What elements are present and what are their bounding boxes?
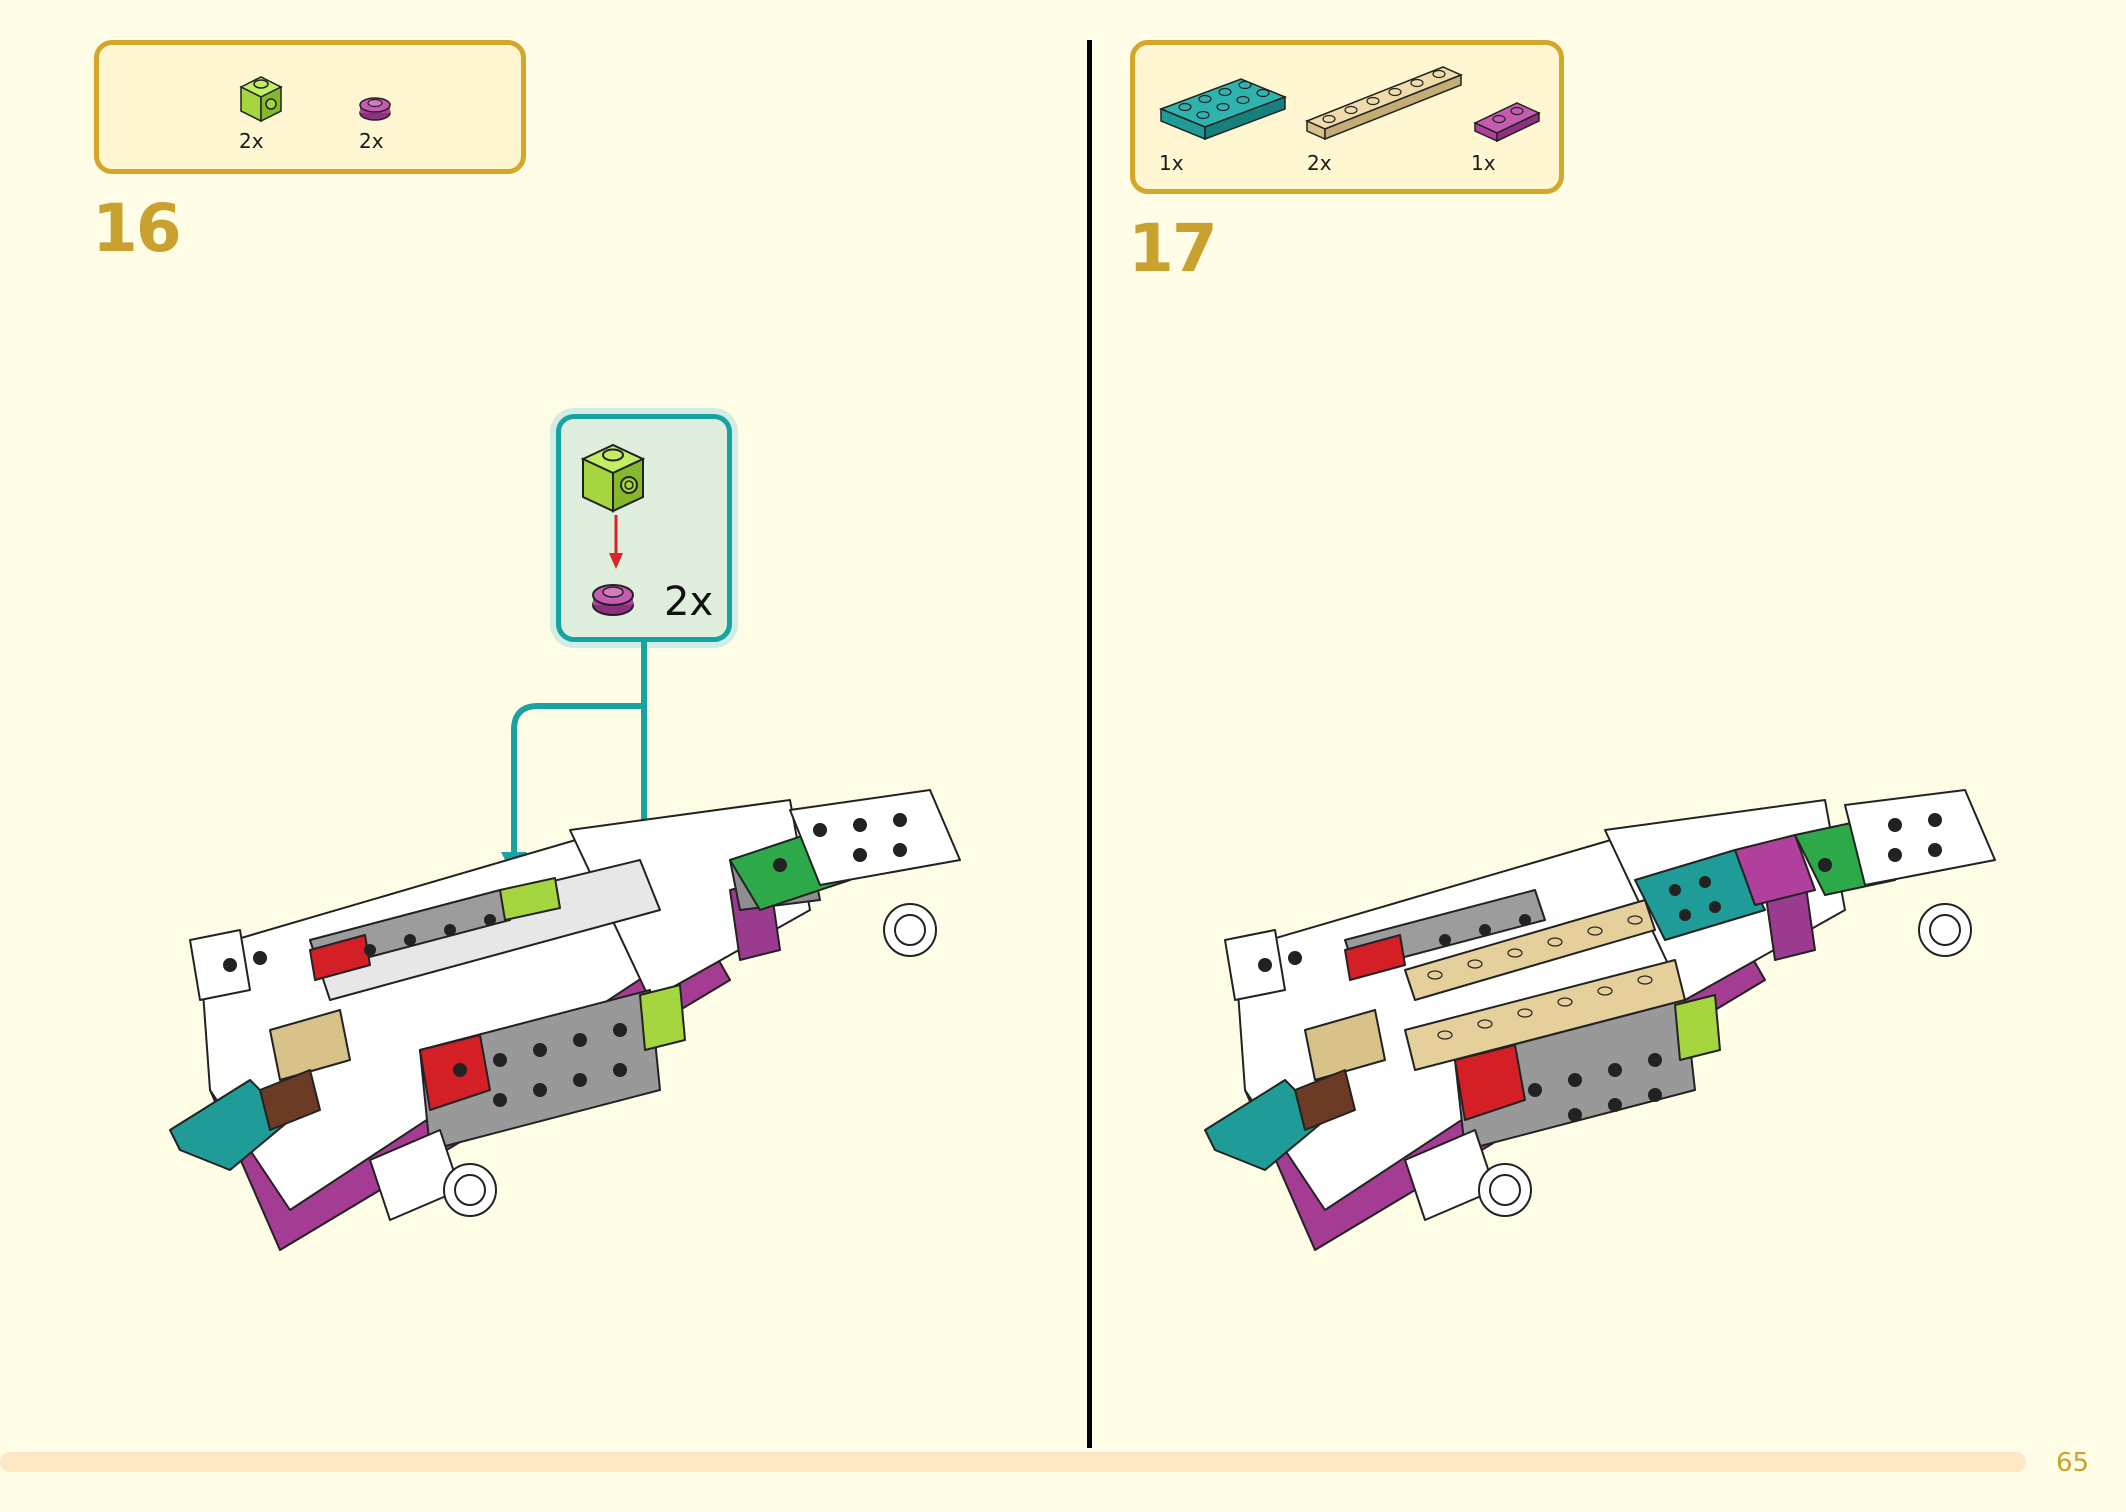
step16-model-illustration (169, 789, 961, 1251)
step16-subassembly-callout: 2x (556, 414, 732, 642)
magenta-plate-1x2-icon (1473, 102, 1541, 143)
assembly-arrow-icon (609, 515, 623, 569)
page-number: 65 (2056, 1448, 2090, 1478)
tan-plate-1x6-icon (1305, 66, 1463, 141)
callout-round-plate-icon (592, 584, 634, 616)
callout-lime-brick-icon (580, 443, 646, 513)
page-divider (1087, 40, 1092, 1448)
step17-part2-qty: 2x (1307, 151, 1332, 175)
teal-plate-2x4-icon (1158, 78, 1288, 141)
step16-part1-qty: 2x (239, 129, 264, 153)
lime-brick-side-stud-icon (239, 76, 283, 123)
step17-part1-qty: 1x (1159, 151, 1184, 175)
step16-parts-box: 2x 2x (94, 40, 526, 174)
step17-model-illustration (1204, 789, 1996, 1251)
step16-part2-qty: 2x (359, 129, 384, 153)
callout-qty: 2x (664, 579, 714, 625)
magenta-round-plate-icon (359, 97, 391, 121)
step17-part3-qty: 1x (1471, 151, 1496, 175)
step17-number: 17 (1128, 210, 1218, 287)
step16-number: 16 (92, 190, 182, 267)
step17-parts-box: 1x 2x 1x (1130, 40, 1564, 194)
footer-bar (0, 1452, 2026, 1472)
